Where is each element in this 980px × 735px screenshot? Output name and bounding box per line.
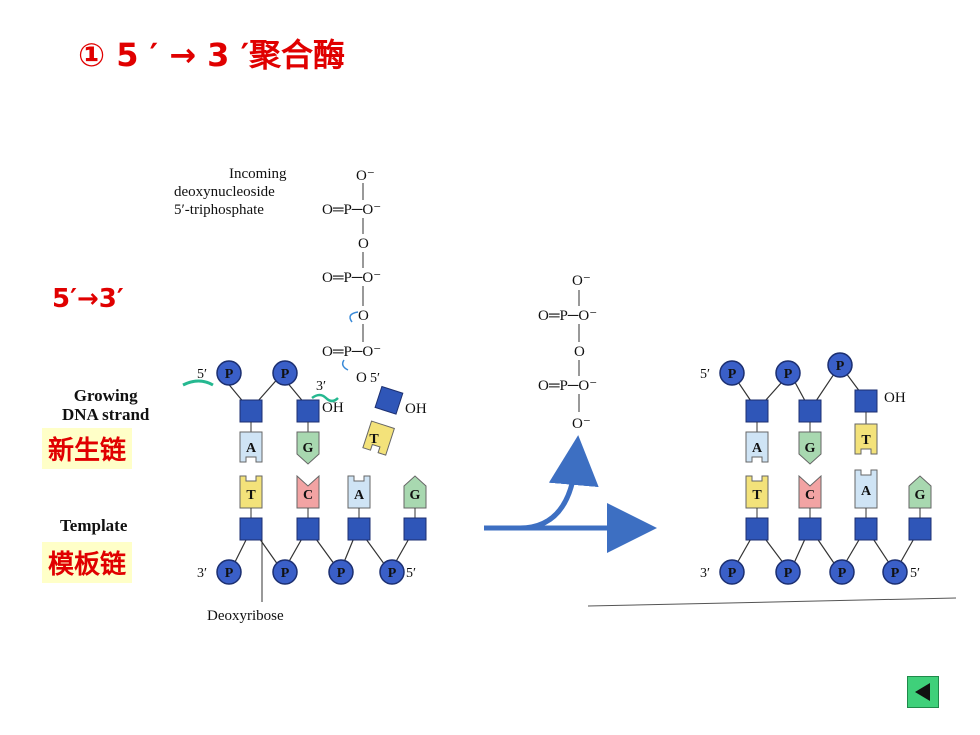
new-strand-cn-label: 新生链 [42, 428, 133, 469]
base-label: A [246, 441, 257, 456]
highlight-squiggle [182, 379, 214, 387]
template-phosphates [216, 559, 405, 585]
product-template-bases [745, 469, 932, 518]
base-label: A [752, 441, 763, 456]
product-growing-phosphates [719, 352, 853, 386]
base-label: C [805, 488, 815, 503]
alpha-o: O [356, 370, 367, 386]
phosphate-label: P [784, 367, 793, 382]
attack-arrow-2 [341, 359, 349, 371]
base-label: T [246, 488, 256, 503]
incoming-label-1: Incoming [229, 166, 287, 182]
attack-arrow-1 [349, 311, 359, 323]
growing-phosphates [216, 360, 298, 386]
sugar [239, 399, 263, 423]
template-bases [239, 474, 427, 518]
template-cn-label: 模板链 [42, 542, 133, 583]
alpha-phosphate: O═P─O⁻ [322, 344, 381, 360]
growing-label-line: Growing [73, 386, 138, 405]
sugar [296, 399, 320, 423]
ppi-o-minus-top: O⁻ [572, 273, 591, 289]
back-button[interactable] [907, 676, 939, 708]
phosphate-label: P [388, 566, 397, 581]
product-template-phosphates [719, 559, 908, 585]
phosphate-label: P [281, 566, 290, 581]
deoxyribose-label: Deoxyribose [207, 608, 284, 624]
phosphate-label: P [728, 367, 737, 382]
growing-strand-label: Growing DNA strand [62, 386, 149, 424]
base-label: T [861, 433, 871, 448]
direction-label: 5′→3′ [52, 284, 124, 314]
incoming-oh: OH [405, 401, 427, 417]
gamma-o-minus: O⁻ [356, 168, 375, 184]
product-three-prime: 3′ [700, 566, 710, 581]
incoming-base-label: T [369, 432, 379, 447]
base-label: G [410, 488, 421, 503]
three-prime-label: 3′ [316, 379, 326, 394]
phosphate-label: P [838, 566, 847, 581]
incoming-five-prime: 5′ [370, 371, 380, 386]
product-template-five-prime: 5′ [910, 566, 920, 581]
growing-base-g [296, 422, 320, 465]
base-label: A [861, 484, 872, 499]
phosphate-label: P [728, 566, 737, 581]
phosphate-label: P [784, 566, 793, 581]
incoming-label-3: 5′-triphosphate [174, 202, 264, 218]
gamma-phosphate: O═P─O⁻ [322, 202, 381, 218]
growing-base-a [239, 422, 263, 463]
growing-label-line: DNA strand [62, 405, 150, 424]
growing-oh: OH [322, 400, 344, 416]
phosphate-label: P [225, 367, 234, 382]
product-oh: OH [884, 390, 906, 406]
phosphate-label: P [891, 566, 900, 581]
base-label: G [915, 488, 926, 503]
bridge-o-2: O [358, 308, 369, 324]
base-label: G [303, 441, 314, 456]
template-five-prime: 5′ [406, 566, 416, 581]
bridge-o-1: O [358, 236, 369, 252]
ppi-o-minus-bottom: O⁻ [572, 416, 591, 432]
phosphate-label: P [225, 566, 234, 581]
product-growing-sugars [745, 389, 878, 423]
phosphate-label: P [281, 367, 290, 382]
product-growing-bases [745, 412, 878, 465]
five-prime-end: 5′ [197, 367, 207, 382]
ppi-phosphate-2: O═P─O⁻ [538, 378, 597, 394]
base-label: G [805, 441, 816, 456]
release-arrow [484, 435, 599, 531]
base-label: C [303, 488, 313, 503]
product-five-prime: 5′ [700, 367, 710, 382]
base-label: A [354, 488, 365, 503]
product-template-sugars [745, 517, 932, 541]
ppi-phosphate-1: O═P─O⁻ [538, 308, 597, 324]
page-edge-line [587, 597, 957, 607]
template-sugars [239, 517, 427, 541]
ppi-bridge-o: O [574, 344, 585, 360]
phosphate-label: P [836, 359, 845, 374]
three-prime-mark [311, 393, 339, 403]
incoming-base-t [362, 420, 395, 456]
base-label: T [752, 488, 762, 503]
phosphate-label: P [337, 566, 346, 581]
template-label: Template [60, 516, 128, 535]
template-three-prime: 3′ [197, 566, 207, 581]
beta-phosphate: O═P─O⁻ [322, 270, 381, 286]
incoming-label-2: deoxynucleoside [174, 184, 275, 200]
back-triangle-icon [915, 683, 930, 701]
slide-title: ① 5 ′ → 3 ′聚合酶 [78, 36, 346, 74]
